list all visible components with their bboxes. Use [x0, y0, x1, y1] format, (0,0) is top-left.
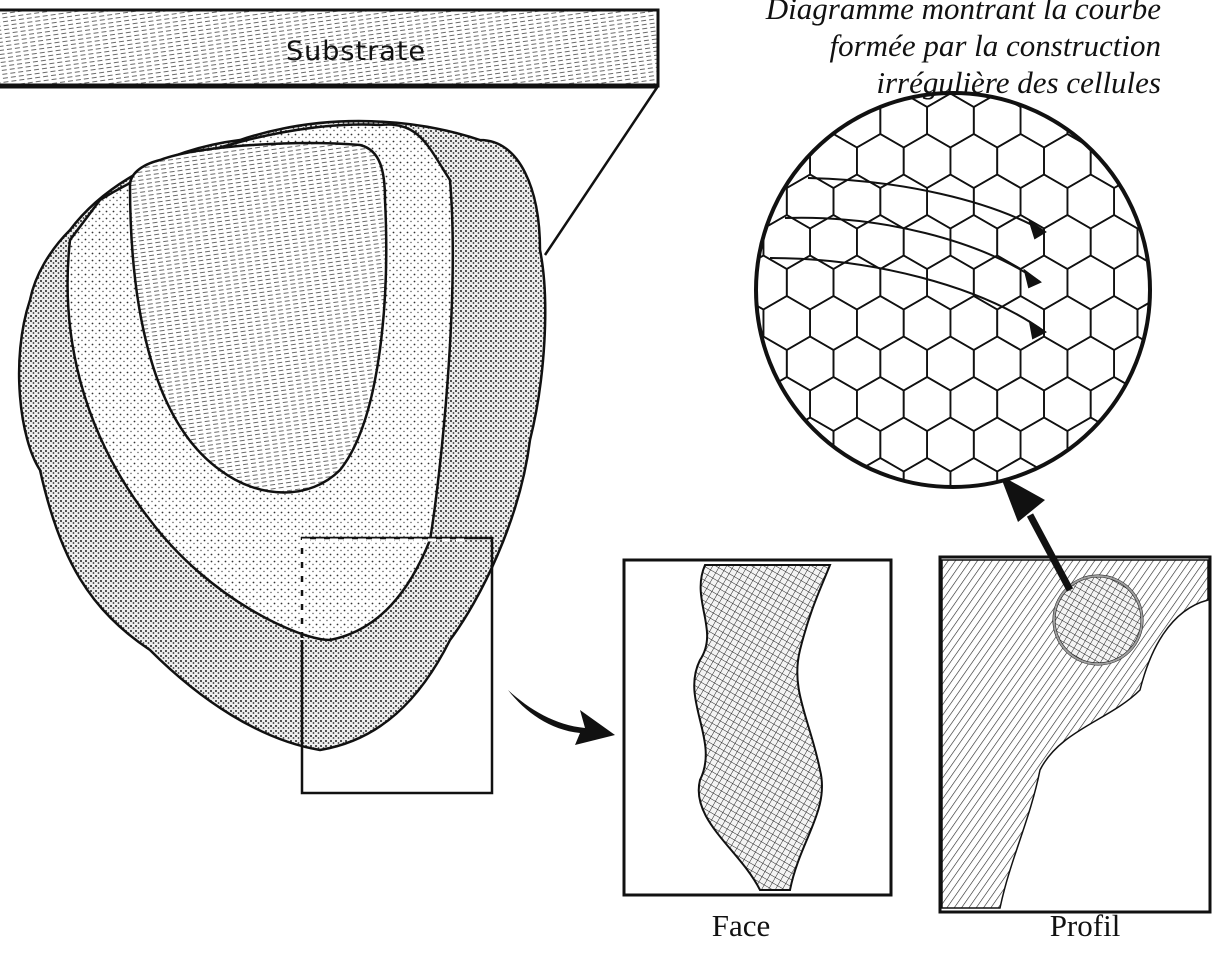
leader-line	[545, 86, 658, 255]
hex-cell	[1138, 377, 1185, 431]
hex-cell	[1184, 53, 1213, 107]
hex-cell	[1161, 499, 1208, 553]
hex-cell	[787, 499, 834, 553]
comb-mass	[19, 121, 545, 750]
hex-cell	[1044, 458, 1091, 512]
hex-cell	[670, 134, 717, 188]
profil-panel	[940, 557, 1210, 912]
hex-cell	[1208, 418, 1213, 472]
hex-cell	[1067, 499, 1114, 553]
hex-cell	[1114, 94, 1161, 148]
hex-cell	[834, 499, 881, 553]
hex-cell	[927, 499, 974, 553]
hex-cell	[810, 458, 857, 512]
face-panel	[624, 560, 891, 895]
caption-line: irrégulière des cellules	[641, 64, 1161, 101]
hex-cell	[1114, 499, 1161, 553]
hex-cell	[693, 337, 740, 391]
caption-line: formée par la construction	[641, 27, 1161, 64]
hex-cell	[670, 215, 717, 269]
hex-cell	[1184, 458, 1213, 512]
hex-cell	[1208, 175, 1213, 229]
face-label: Face	[676, 908, 806, 944]
hex-cell	[1138, 134, 1185, 188]
arrow-right-icon	[508, 690, 615, 745]
hex-cell	[1208, 13, 1213, 67]
hex-cell	[1138, 458, 1185, 512]
hex-cell	[1114, 418, 1161, 472]
diagram-caption: Diagramme montrant la courbe formée par …	[641, 0, 1161, 101]
hex-cell	[693, 418, 740, 472]
hex-cell	[740, 418, 787, 472]
hex-cell	[1208, 256, 1213, 310]
hex-cell	[880, 499, 927, 553]
caption-line: Diagramme montrant la courbe	[641, 0, 1161, 27]
hex-cell	[740, 499, 787, 553]
substrate-label: Substrate	[256, 36, 456, 67]
hex-cell	[1161, 418, 1208, 472]
hex-cell	[693, 256, 740, 310]
hex-cell	[1161, 337, 1208, 391]
hex-cell	[1208, 94, 1213, 148]
hex-cell	[1161, 13, 1208, 67]
hex-cell	[1184, 296, 1213, 350]
hex-cell	[1184, 134, 1213, 188]
hex-cell	[1184, 215, 1213, 269]
hex-cell	[763, 458, 810, 512]
hex-cell	[1208, 499, 1213, 553]
hex-cell	[717, 134, 764, 188]
hex-cell	[740, 94, 787, 148]
hex-cell	[1161, 256, 1208, 310]
hex-cell	[1161, 94, 1208, 148]
hex-cell	[717, 458, 764, 512]
hex-cell	[670, 296, 717, 350]
hex-cell	[693, 499, 740, 553]
hex-cell	[1091, 458, 1138, 512]
profil-label: Profil	[1010, 908, 1160, 944]
hex-cell	[1161, 175, 1208, 229]
hex-cell	[670, 377, 717, 431]
hex-cell	[1208, 337, 1213, 391]
hex-cell	[717, 377, 764, 431]
hex-cell	[670, 458, 717, 512]
hex-cell	[693, 175, 740, 229]
hex-cell	[1184, 377, 1213, 431]
hex-cell	[693, 94, 740, 148]
